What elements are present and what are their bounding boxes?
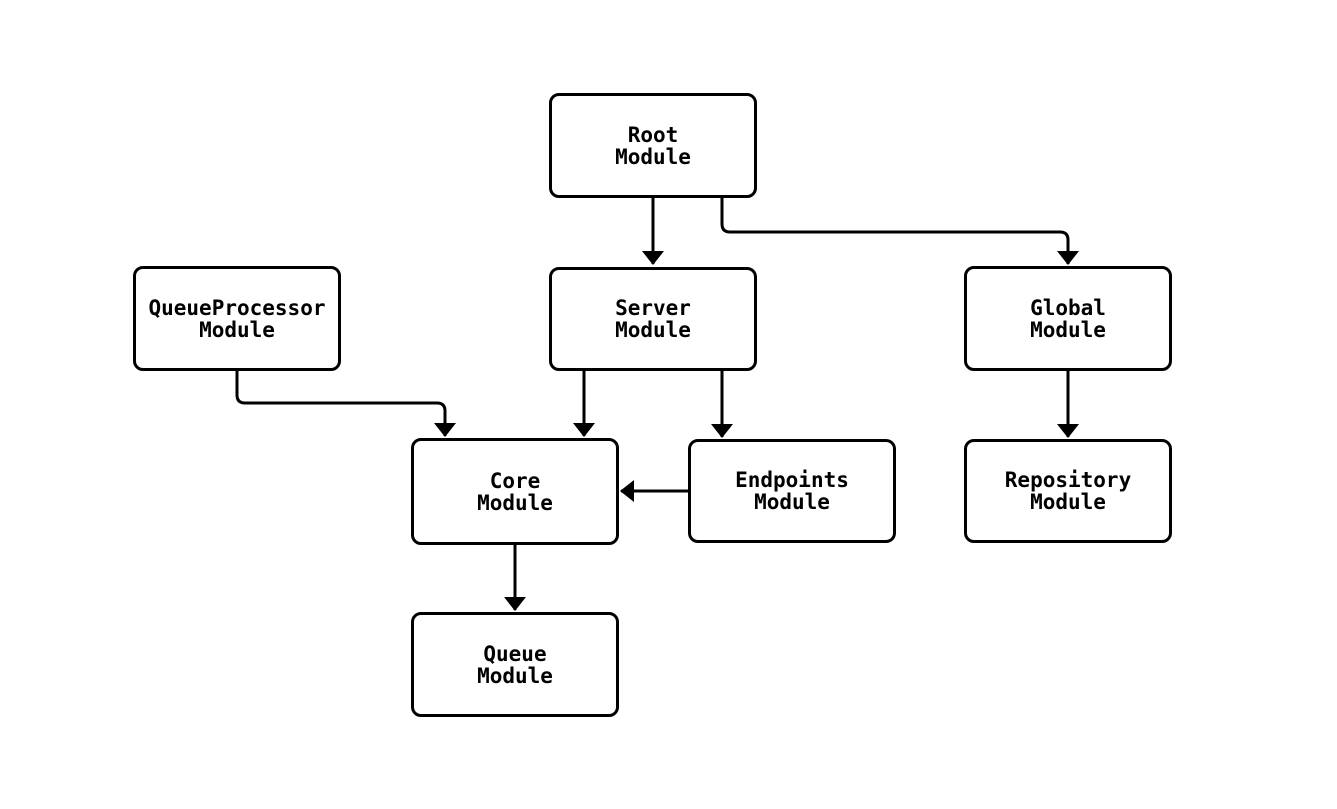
node-queueprocessor-module-label: QueueProcessor Module (148, 295, 326, 342)
node-queueprocessor-module: QueueProcessor Module (133, 266, 341, 371)
node-global-module: Global Module (964, 266, 1172, 371)
node-server-module: Server Module (549, 267, 757, 371)
edge-queueprocessor-to-core (235, 371, 456, 437)
node-endpoints-module: Endpoints Module (688, 439, 896, 543)
edge-root-to-global (720, 198, 1079, 265)
node-root-module-label: Root Module (615, 122, 691, 169)
node-root-module: Root Module (549, 93, 757, 198)
node-queue-module-label: Queue Module (477, 641, 553, 688)
node-repository-module-label: Repository Module (1004, 468, 1132, 514)
node-core-module-label: Core Module (477, 468, 553, 515)
node-global-module-label: Global Module (1030, 295, 1106, 342)
node-endpoints-module-label: Endpoints Module (735, 468, 849, 514)
node-repository-module: Repository Module (964, 439, 1172, 543)
node-server-module-label: Server Module (615, 296, 691, 342)
node-core-module: Core Module (411, 438, 619, 545)
node-queue-module: Queue Module (411, 612, 619, 717)
